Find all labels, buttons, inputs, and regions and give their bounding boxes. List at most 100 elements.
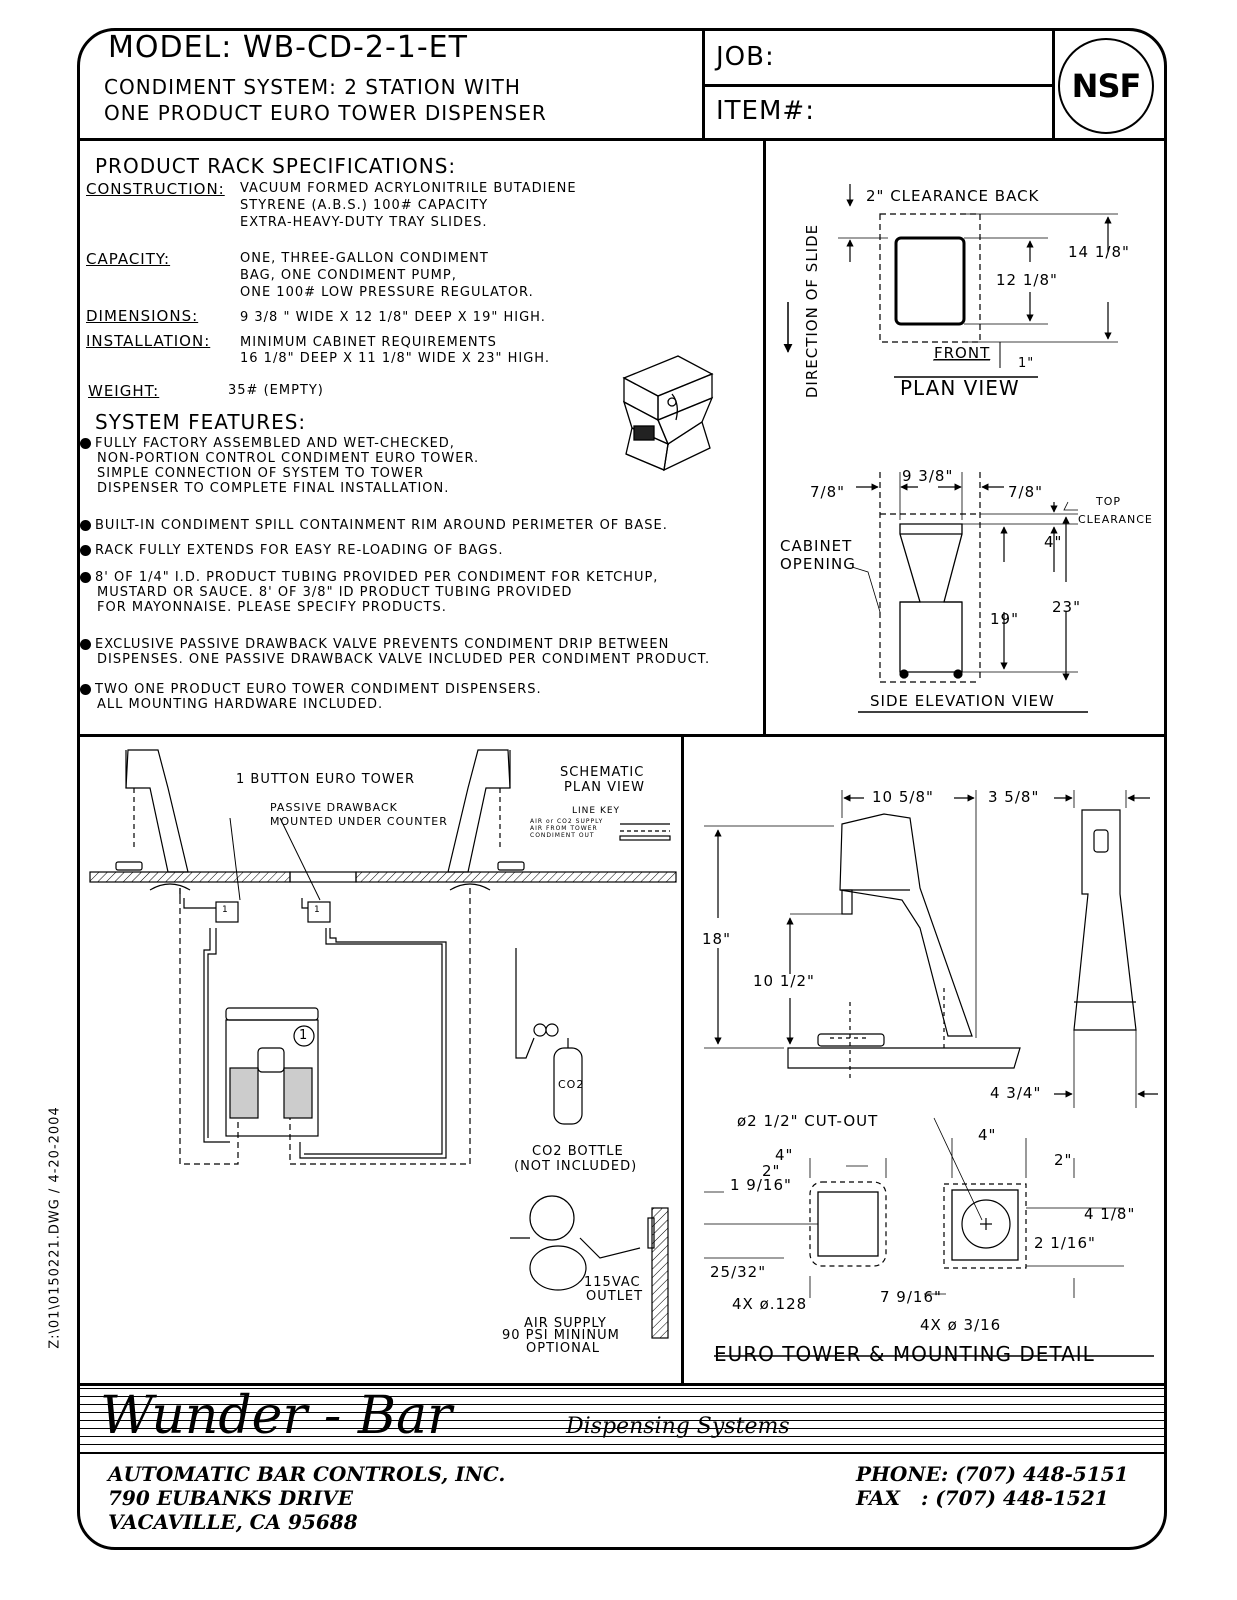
feature-item: RACK FULLY EXTENDS FOR EASY RE-LOADING O…: [80, 543, 503, 558]
euro-dim-4a: 4": [775, 1146, 794, 1164]
job-item-divider: [702, 84, 1054, 87]
outlet-label1: 115VAC: [584, 1275, 641, 1290]
line-key-3: CONDIMENT OUT: [530, 832, 595, 839]
schematic-passive1: PASSIVE DRAWBACK: [270, 801, 398, 814]
spec-label-installation: INSTALLATION:: [86, 332, 211, 350]
euro-holes-2: 4X ø 3/16: [920, 1316, 1002, 1334]
spec-label-capacity: CAPACITY:: [86, 250, 171, 268]
euro-holes-1: 4X ø.128: [732, 1295, 808, 1313]
schematic-diagram: [89, 749, 677, 1339]
bullet-icon: [80, 438, 91, 449]
plan-view-title: PLAN VIEW: [900, 376, 1020, 400]
feature-item: TWO ONE PRODUCT EURO TOWER CONDIMENT DIS…: [80, 682, 542, 712]
feature-item: FULLY FACTORY ASSEMBLED AND WET-CHECKED,…: [80, 436, 479, 496]
spec-weight-1: 35# (EMPTY): [228, 383, 324, 398]
header-divider: [77, 138, 1167, 141]
euro-detail-title: EURO TOWER & MOUNTING DETAIL: [714, 1342, 1095, 1366]
specs-title: PRODUCT RACK SPECIFICATIONS:: [95, 154, 457, 178]
spec-capacity-2: BAG, ONE CONDIMENT PUMP,: [240, 268, 457, 283]
spec-label-dimensions: DIMENSIONS:: [86, 307, 199, 325]
feature-item: EXCLUSIVE PASSIVE DRAWBACK VALVE PREVENT…: [80, 637, 710, 667]
brand-logo: Wunder - Bar: [100, 1386, 452, 1446]
mid-divider: [77, 734, 1167, 737]
spec-dimensions-1: 9 3/8 " WIDE X 12 1/8" DEEP X 19" HIGH.: [240, 310, 546, 325]
euro-dim-358: 3 5/8": [988, 788, 1040, 806]
schematic-title1: SCHEMATIC: [560, 765, 645, 780]
footer-divider: [77, 1383, 1167, 1386]
lower-split: [681, 734, 684, 1384]
side-dim-78-right: 7/8": [1008, 483, 1044, 501]
bullet-icon: [80, 639, 91, 650]
air-supply-1: AIR SUPPLY: [524, 1316, 607, 1331]
subtitle-line2: ONE PRODUCT EURO TOWER DISPENSER: [104, 101, 547, 125]
euro-dim-4b: 4": [978, 1126, 997, 1144]
euro-dim-2116: 2 1/16": [1034, 1234, 1096, 1252]
plan-dim-1: 1": [1018, 356, 1035, 371]
side-dim-23: 23": [1052, 598, 1081, 616]
job-label: JOB:: [716, 42, 775, 72]
euro-dim-7916: 7 9/16": [880, 1288, 942, 1306]
euro-dim-2532: 25/32": [710, 1263, 767, 1281]
side-dim-19: 19": [990, 610, 1019, 628]
euro-dim-2a: 2": [762, 1162, 781, 1180]
spec-construction-3: EXTRA-HEAVY-DUTY TRAY SLIDES.: [240, 215, 488, 230]
company-fax: FAX : (707) 448-1521: [856, 1486, 1109, 1510]
air-supply-2: 90 PSI MININUM: [502, 1328, 620, 1343]
bullet-icon: [80, 572, 91, 583]
plan-front: FRONT: [934, 344, 991, 362]
schematic-title2: PLAN VIEW: [564, 780, 645, 795]
euro-dim-2b: 2": [1054, 1151, 1073, 1169]
euro-dim-418: 4 1/8": [1084, 1205, 1136, 1223]
model-title: MODEL: WB-CD-2-1-ET: [108, 30, 468, 65]
euro-cutout: ø2 1/2" CUT-OUT: [737, 1112, 879, 1130]
side-cabinet: CABINET: [780, 537, 853, 555]
schematic-tower-label: 1 BUTTON EURO TOWER: [236, 772, 415, 787]
nsf-split: [1052, 28, 1055, 140]
bullet-icon: [80, 545, 91, 556]
spec-installation-1: MINIMUM CABINET REQUIREMENTS: [240, 335, 497, 350]
spec-label-construction: CONSTRUCTION:: [86, 180, 225, 198]
drawing-frame: [77, 28, 1167, 1550]
subtitle-line1: CONDIMENT SYSTEM: 2 STATION WITH: [104, 75, 521, 99]
side-top: TOP: [1096, 495, 1122, 508]
line-key-1: AIR or CO2 SUPPLY: [530, 818, 604, 825]
co2-tank-label: CO2: [558, 1078, 585, 1091]
line-key-2: AIR FROM TOWER: [530, 825, 598, 832]
side-view-title: SIDE ELEVATION VIEW: [870, 692, 1055, 710]
spec-capacity-3: ONE 100# LOW PRESSURE REGULATOR.: [240, 285, 534, 300]
file-path: Z:\01\0150221.DWG / 4-20-2004: [47, 1106, 63, 1349]
brand-tagline: Dispensing Systems: [566, 1414, 790, 1439]
air-supply-3: OPTIONAL: [526, 1341, 600, 1356]
bullet-icon: [80, 520, 91, 531]
plan-dim-14: 14 1/8": [1068, 243, 1130, 261]
spec-label-weight: WEIGHT:: [88, 382, 160, 400]
side-opening: OPENING: [780, 555, 856, 573]
schematic-passive2: MOUNTED UNDER COUNTER: [270, 815, 448, 828]
line-key-title: LINE KEY: [572, 806, 621, 816]
item-label: ITEM#:: [716, 96, 815, 126]
side-dim-938: 9 3/8": [902, 467, 954, 485]
euro-dim-1058: 10 5/8": [872, 788, 934, 806]
outlet-label2: OUTLET: [586, 1289, 644, 1304]
spec-capacity-1: ONE, THREE-GALLON CONDIMENT: [240, 251, 489, 266]
direction-of-slide: DIRECTION OF SLIDE: [803, 223, 821, 399]
spec-construction-1: VACUUM FORMED ACRYLONITRILE BUTADIENE: [240, 181, 577, 196]
spec-split: [763, 138, 766, 736]
euro-dim-18: 18": [702, 930, 731, 948]
plan-and-side-views: [783, 184, 1118, 713]
company-phone: PHONE: (707) 448-5151: [856, 1462, 1129, 1486]
spec-construction-2: STYRENE (A.B.S.) 100# CAPACITY: [240, 198, 489, 213]
feature-item: BUILT-IN CONDIMENT SPILL CONTAINMENT RIM…: [80, 518, 668, 533]
features-title: SYSTEM FEATURES:: [95, 410, 307, 434]
side-dim-78-left: 7/8": [810, 483, 846, 501]
euro-tower-diagram: [704, 790, 1158, 1357]
side-dim-4: 4": [1044, 533, 1063, 551]
valve-number-1: 1: [222, 905, 229, 915]
bullet-icon: [80, 684, 91, 695]
product-rack-illustration: [622, 355, 714, 472]
company-city: VACAVILLE, CA 95688: [108, 1510, 358, 1534]
spec-installation-2: 16 1/8" DEEP X 11 1/8" WIDE X 23" HIGH.: [240, 351, 550, 366]
plan-clearance-back: 2" CLEARANCE BACK: [866, 187, 1040, 205]
valve-number-2: 1: [314, 905, 321, 915]
brand-stripes: [80, 1388, 1164, 1448]
